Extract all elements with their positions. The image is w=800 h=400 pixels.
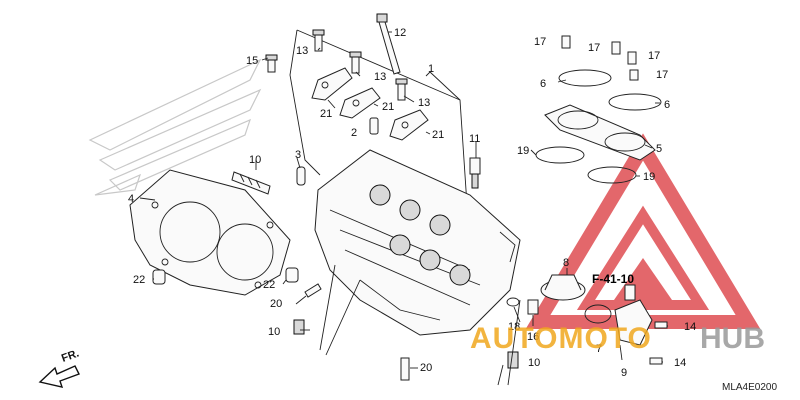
callout-20-lower: 20: [420, 362, 432, 374]
washer-18: [506, 297, 520, 307]
head-gasket: [129, 169, 291, 296]
callout-14-upper: 14: [684, 321, 696, 333]
reference-label: F-41-10: [592, 272, 634, 286]
callout-labels: 1 2 3 4 5 6 6 7 8 9 10 10 10 11 12 13 13…: [128, 27, 696, 379]
sensor-10-mid: [293, 319, 305, 335]
brand-watermark-wing: [88, 58, 262, 196]
callout-13-mid: 13: [374, 71, 386, 83]
callout-14-lower: 14: [674, 357, 686, 369]
callout-13-right: 13: [418, 97, 430, 109]
hose-clamp-right: [608, 93, 662, 111]
pin-3: [296, 166, 306, 186]
callout-4: 4: [128, 193, 134, 205]
bolt-17-a: [561, 35, 571, 49]
callout-17-a: 17: [534, 36, 546, 48]
sender-16: [527, 299, 539, 315]
dowel-pin-right: [285, 267, 299, 283]
callout-20-upper: 20: [270, 298, 282, 310]
callout-22-left: 22: [133, 274, 145, 286]
callout-12: 12: [394, 27, 406, 39]
callout-21-right: 21: [432, 129, 444, 141]
callout-17-b: 17: [588, 42, 600, 54]
callout-19-left: 19: [517, 145, 529, 157]
watermark-prefix: AUTOMOTO: [470, 322, 652, 355]
callout-10-bottom: 10: [528, 357, 540, 369]
intake-insulator: [544, 104, 656, 161]
bolt-13-mid: [349, 51, 362, 74]
o-ring-right: [587, 166, 637, 184]
callout-10-mid: 10: [268, 326, 280, 338]
bolt-14-a: [654, 321, 668, 329]
callout-18: 18: [508, 321, 520, 333]
callout-15: 15: [246, 55, 258, 67]
callout-19-right: 19: [643, 171, 655, 183]
callout-6-right: 6: [664, 99, 670, 111]
rocker-arm-middle: [339, 87, 381, 119]
diagram-code: MLA4E0200: [722, 382, 777, 393]
seal-ring-7: [584, 304, 612, 324]
bolt-13-top: [312, 29, 325, 52]
callout-13-top: 13: [296, 45, 308, 57]
bolt-14-b: [649, 357, 663, 365]
callout-17-c: 17: [648, 50, 660, 62]
rocker-arm-upper: [311, 67, 353, 101]
stud-20-upper: [304, 283, 322, 298]
callout-22-right: 22: [263, 279, 275, 291]
callout-7: 7: [596, 343, 602, 355]
bolt-13-right: [395, 78, 408, 101]
bolt-15: [265, 54, 278, 73]
brand-watermark: AUTOMOTO HUB: [470, 322, 765, 355]
bolt-17-d: [629, 69, 639, 81]
stud-20-lower: [400, 357, 410, 381]
rocker-arm-lower: [389, 109, 429, 141]
callout-10-plug: 10: [249, 154, 261, 166]
bolt-17-c: [627, 51, 637, 65]
callout-2: 2: [351, 127, 357, 139]
callout-11: 11: [469, 133, 480, 145]
long-stud-12: [376, 13, 401, 75]
spark-plug: [231, 171, 271, 195]
front-direction-arrow: FR.: [38, 347, 81, 388]
collar-2: [369, 117, 379, 135]
callout-8: 8: [563, 257, 569, 269]
temp-sensor: [469, 157, 481, 189]
leader-lines: [139, 31, 668, 386]
bolt-17-b: [611, 41, 621, 55]
dowel-pin-left: [152, 269, 166, 285]
callout-3: 3: [295, 149, 301, 161]
callout-6-left: 6: [540, 78, 546, 90]
callout-17-d: 17: [656, 69, 668, 81]
direction-label: FR.: [60, 347, 81, 364]
callout-21-left: 21: [320, 108, 332, 120]
hose-clamp-left: [558, 69, 612, 87]
thermostat: [540, 274, 586, 301]
watermark-suffix: HUB: [700, 322, 765, 355]
thermostat-housing: [614, 284, 653, 346]
callout-5: 5: [656, 143, 662, 155]
cylinder-head: [314, 149, 521, 336]
callout-16: 16: [527, 331, 539, 343]
callout-1: 1: [428, 63, 434, 75]
callout-21-mid: 21: [382, 101, 394, 113]
callout-9: 9: [621, 367, 627, 379]
o-ring-left: [535, 146, 585, 164]
